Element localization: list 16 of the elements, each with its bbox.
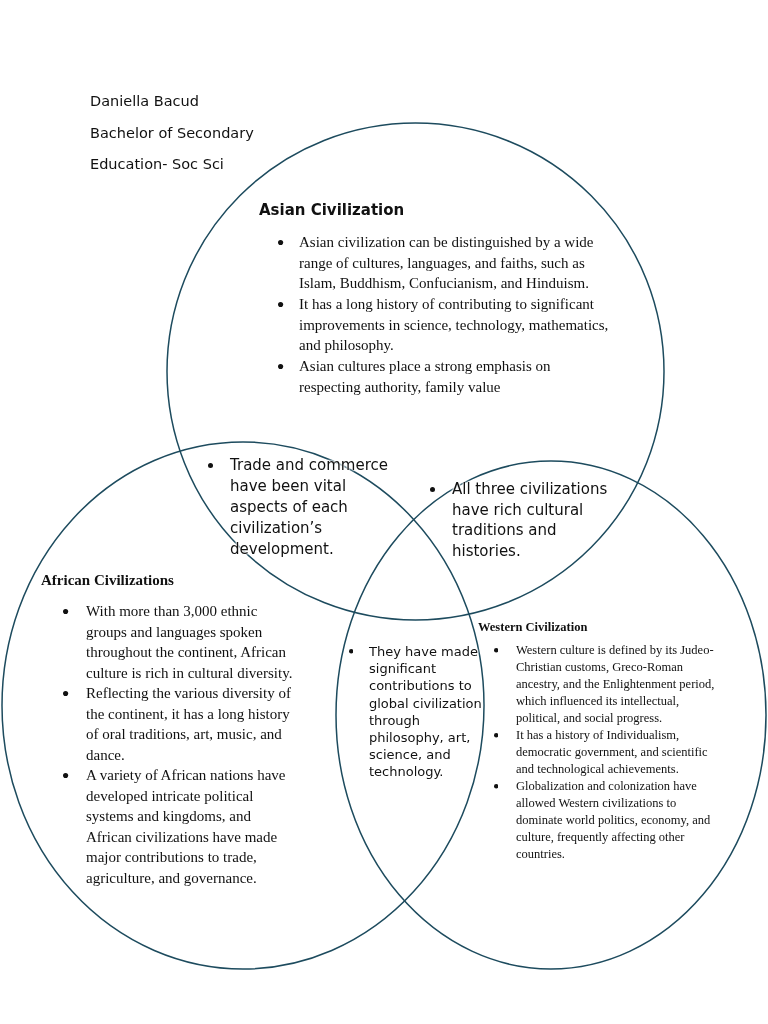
bullet-text: With more than 3,000 ethnic groups and languages spoken throughout the continent, African culture is rich in cultural diversity. [86, 603, 293, 681]
bullet-text: It has a long history of contributing to significant improvements in science, technology, mathematics, and philosophy. [299, 296, 609, 354]
section-heading: Asian Civilization [259, 201, 405, 219]
bullet-text: Asian cultures place a strong emphasis on respecting authority, family value [299, 358, 551, 395]
shared-trait-text: They have made significant contributions to global civilization through philosophy, art, science, and technology. [369, 644, 482, 780]
bullet-text: A variety of African nations have developed intricate political systems and kingdoms, and African civilizations have made major contributions to trade, agriculture, and governance. [86, 767, 286, 886]
degree-program-text: Bachelor of Secondary Education- Soc Sci [90, 125, 254, 172]
section-heading: Western Civilization [478, 620, 588, 634]
bullet-text: Western culture is defined by its Judeo-Christian customs, Greco-Roman ancestry, and the Enlightenment period, which influenced its intellectual, political, and social progress. [516, 643, 715, 726]
shared-trait-text: All three civilizations have rich cultural traditions and histories. [452, 480, 608, 561]
section-heading: African Civilizations [41, 572, 174, 588]
bullet-text: Reflecting the various diversity of the continent, it has a long history of oral traditions, art, music, and dance. [86, 685, 291, 763]
bullet-text: Globalization and colonization have allowed Western civilizations to dominate world politics, economy, and culture, frequently affecting other countries. [516, 779, 711, 862]
author-name: Daniella Bacud [90, 93, 199, 109]
bullet-text: It has a history of Individualism, democratic government, and scientific and technological achievements. [516, 728, 708, 777]
bullet-text: Asian civilization can be distinguished by a wide range of cultures, languages, and faiths, such as Islam, Buddhism, Confucianism, and Hinduism. [299, 234, 594, 292]
